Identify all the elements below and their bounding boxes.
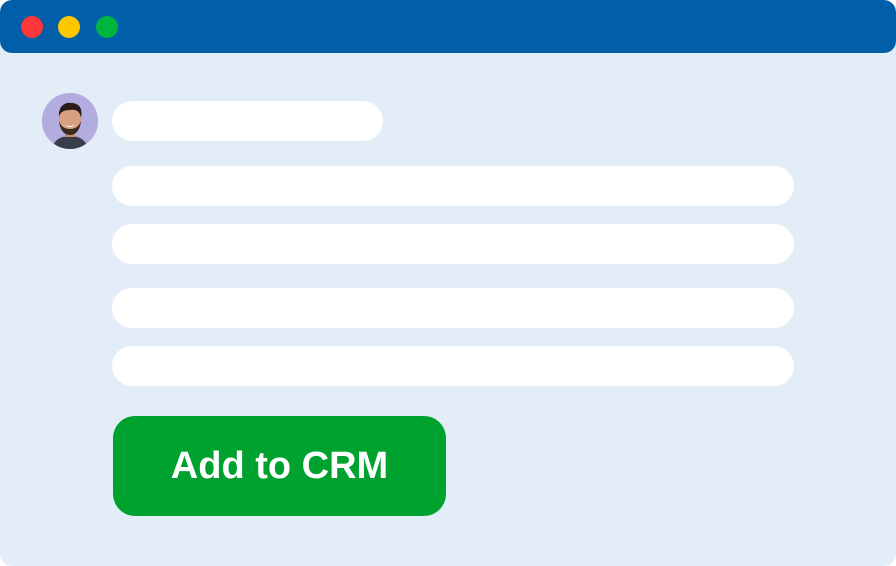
maximize-window-button[interactable]: [96, 16, 118, 38]
contact-detail-line-4: [112, 346, 794, 386]
contact-detail-line-3: [112, 288, 794, 328]
contact-detail-line-2: [112, 224, 794, 264]
add-to-crm-button[interactable]: Add to CRM: [113, 416, 446, 516]
title-bar: [0, 0, 896, 53]
avatar: [42, 93, 98, 149]
contact-name-placeholder: [112, 101, 383, 141]
person-avatar-icon: [42, 93, 98, 149]
contact-detail-line-1: [112, 166, 794, 206]
close-window-button[interactable]: [21, 16, 43, 38]
minimize-window-button[interactable]: [58, 16, 80, 38]
